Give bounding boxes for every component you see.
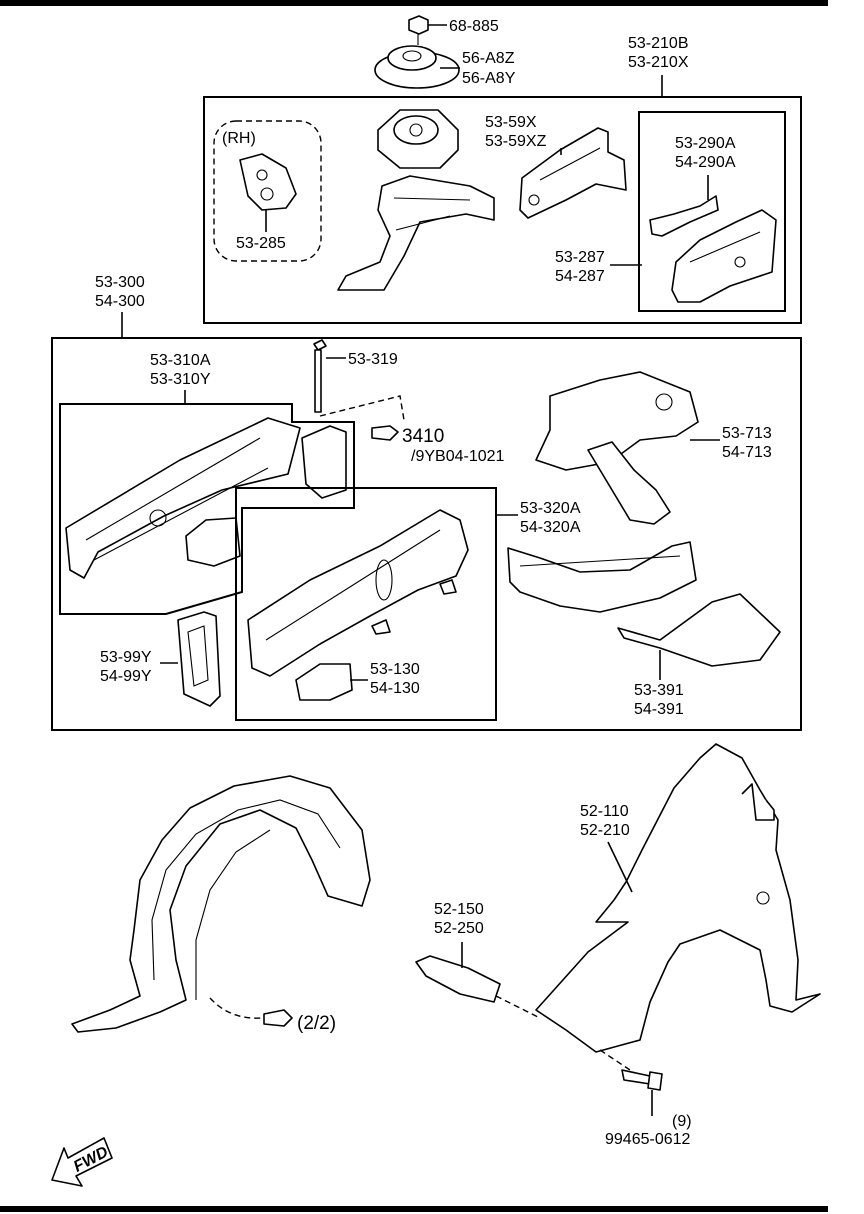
label-53-210b: 53-210B bbox=[628, 35, 689, 52]
label-52-250: 52-250 bbox=[434, 920, 484, 937]
clip-3410[interactable] bbox=[371, 425, 399, 441]
bolt-leader bbox=[319, 395, 405, 421]
fwd-arrow-icon: FWD bbox=[51, 1137, 113, 1187]
clip-2-2[interactable] bbox=[263, 1009, 293, 1027]
label-53-130: 53-130 bbox=[370, 661, 420, 678]
bolt-leader-2 bbox=[599, 1049, 631, 1071]
panel-53-713[interactable] bbox=[535, 371, 720, 525]
label-56-a8y: 56-A8Y bbox=[462, 70, 516, 87]
label-54-290a: 54-290A bbox=[675, 154, 736, 171]
bracket-53-290a[interactable] bbox=[649, 175, 719, 237]
bracket-52-150[interactable] bbox=[415, 942, 501, 1003]
label-53-285: 53-285 bbox=[236, 235, 286, 252]
strut-mount-56-a8z[interactable] bbox=[374, 34, 460, 89]
liner-leader bbox=[209, 997, 263, 1019]
plate-53-99y[interactable] bbox=[160, 611, 221, 707]
label-52-110: 52-110 bbox=[580, 803, 629, 820]
label-54-713: 54-713 bbox=[722, 444, 772, 461]
label-53-319: 53-319 bbox=[348, 351, 398, 368]
fender-52-110[interactable] bbox=[535, 743, 821, 1053]
rail-53-287[interactable] bbox=[671, 209, 777, 303]
label-52-150: 52-150 bbox=[434, 901, 484, 918]
label-56-a8z: 56-A8Z bbox=[462, 50, 515, 67]
label-53-310a: 53-310A bbox=[150, 352, 211, 369]
label-54-99y: 54-99Y bbox=[100, 668, 152, 685]
label-53-391: 53-391 bbox=[634, 682, 684, 699]
bolt-53-319[interactable] bbox=[313, 339, 346, 413]
label-68-885: 68-885 bbox=[449, 18, 499, 35]
label-9: (9) bbox=[672, 1113, 692, 1130]
label-53-300: 53-300 bbox=[95, 274, 145, 291]
bolt-99465-0612[interactable] bbox=[621, 1069, 663, 1116]
label-53-287: 53-287 bbox=[555, 249, 605, 266]
label-rh: (RH) bbox=[222, 130, 256, 147]
bracket-leader bbox=[495, 995, 541, 1019]
label-52-210: 52-210 bbox=[580, 822, 630, 839]
label-53-99y: 53-99Y bbox=[100, 649, 152, 666]
label-53-290a: 53-290A bbox=[675, 135, 736, 152]
box-53-210b bbox=[203, 96, 802, 324]
box-53-320a bbox=[235, 487, 497, 721]
top-border bbox=[0, 0, 828, 6]
box-53-310a bbox=[59, 403, 355, 615]
box-53-300 bbox=[51, 337, 802, 731]
rh-dashed-box bbox=[213, 120, 322, 262]
label-53-310y: 53-310Y bbox=[150, 371, 211, 388]
frame-rail-53-310a[interactable] bbox=[65, 417, 347, 579]
strut-tower[interactable] bbox=[337, 109, 495, 291]
bottom-border bbox=[0, 1206, 828, 1212]
label-9yb04-1021: /9YB04-1021 bbox=[411, 448, 505, 465]
label-54-130: 54-130 bbox=[370, 680, 420, 697]
label-53-713: 53-713 bbox=[722, 425, 772, 442]
box-53-287 bbox=[638, 111, 786, 312]
label-54-391: 54-391 bbox=[634, 701, 684, 718]
panel-53-391[interactable] bbox=[617, 593, 781, 680]
label-53-59x: 53-59X bbox=[485, 114, 537, 131]
label-2-2: (2/2) bbox=[297, 1013, 336, 1034]
fender-liner[interactable] bbox=[71, 775, 371, 1033]
label-53-320a: 53-320A bbox=[520, 500, 581, 517]
sill-member[interactable] bbox=[507, 541, 697, 613]
nut-68-885[interactable] bbox=[408, 15, 447, 35]
label-53-210x: 53-210X bbox=[628, 54, 689, 71]
label-54-300: 54-300 bbox=[95, 293, 145, 310]
label-3410: 3410 bbox=[402, 426, 444, 447]
label-54-320a: 54-320A bbox=[520, 519, 581, 536]
rail-53-320a[interactable] bbox=[247, 509, 469, 677]
label-53-59xz: 53-59XZ bbox=[485, 133, 547, 150]
bracket-53-285[interactable] bbox=[239, 153, 297, 232]
apron-53-59x[interactable] bbox=[519, 127, 627, 219]
bracket-53-130[interactable] bbox=[295, 663, 368, 701]
label-99465-0612: 99465-0612 bbox=[605, 1131, 691, 1148]
label-54-287: 54-287 bbox=[555, 268, 605, 285]
